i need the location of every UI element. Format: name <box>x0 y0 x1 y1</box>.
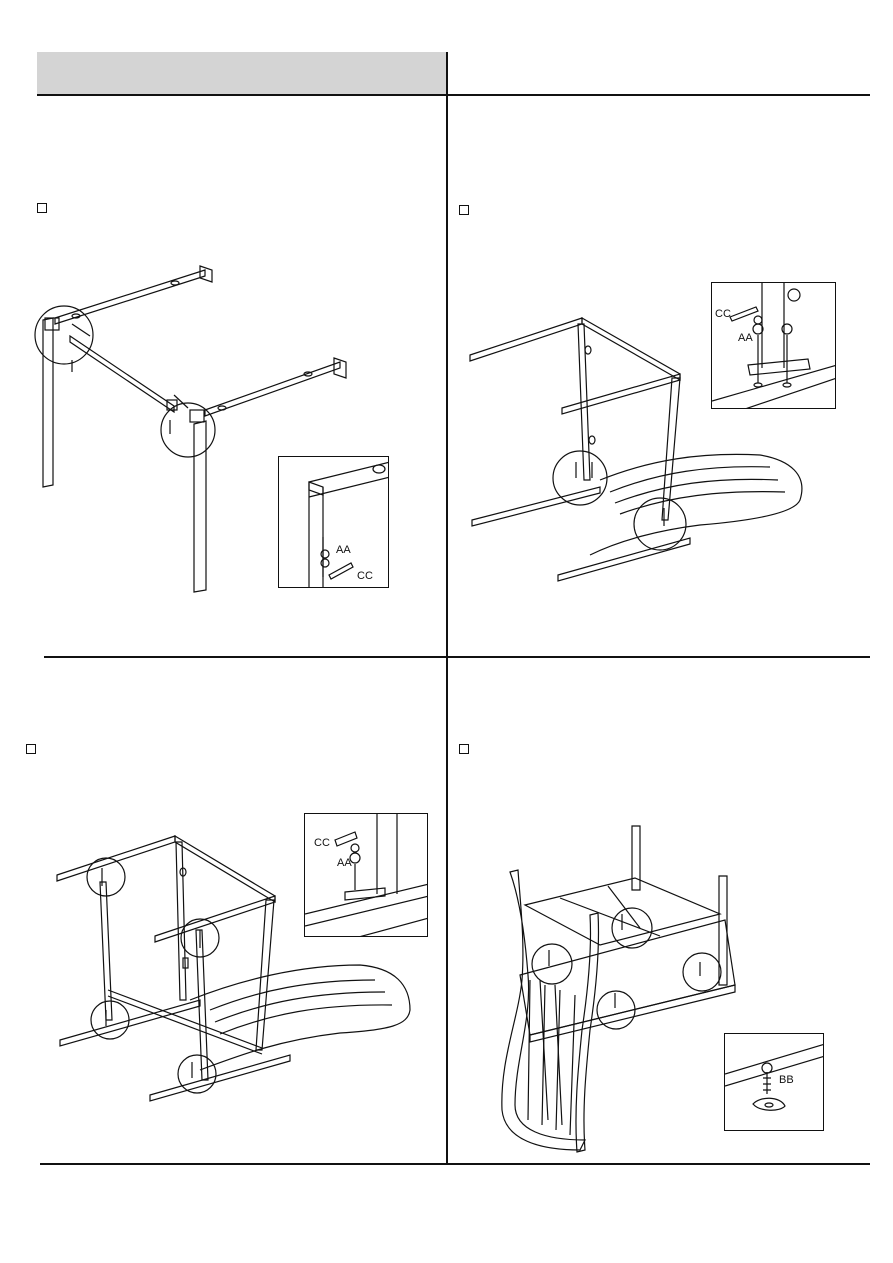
step-4-hardware-inset: BB <box>724 1033 824 1131</box>
inset-label-bb: BB <box>779 1074 794 1086</box>
